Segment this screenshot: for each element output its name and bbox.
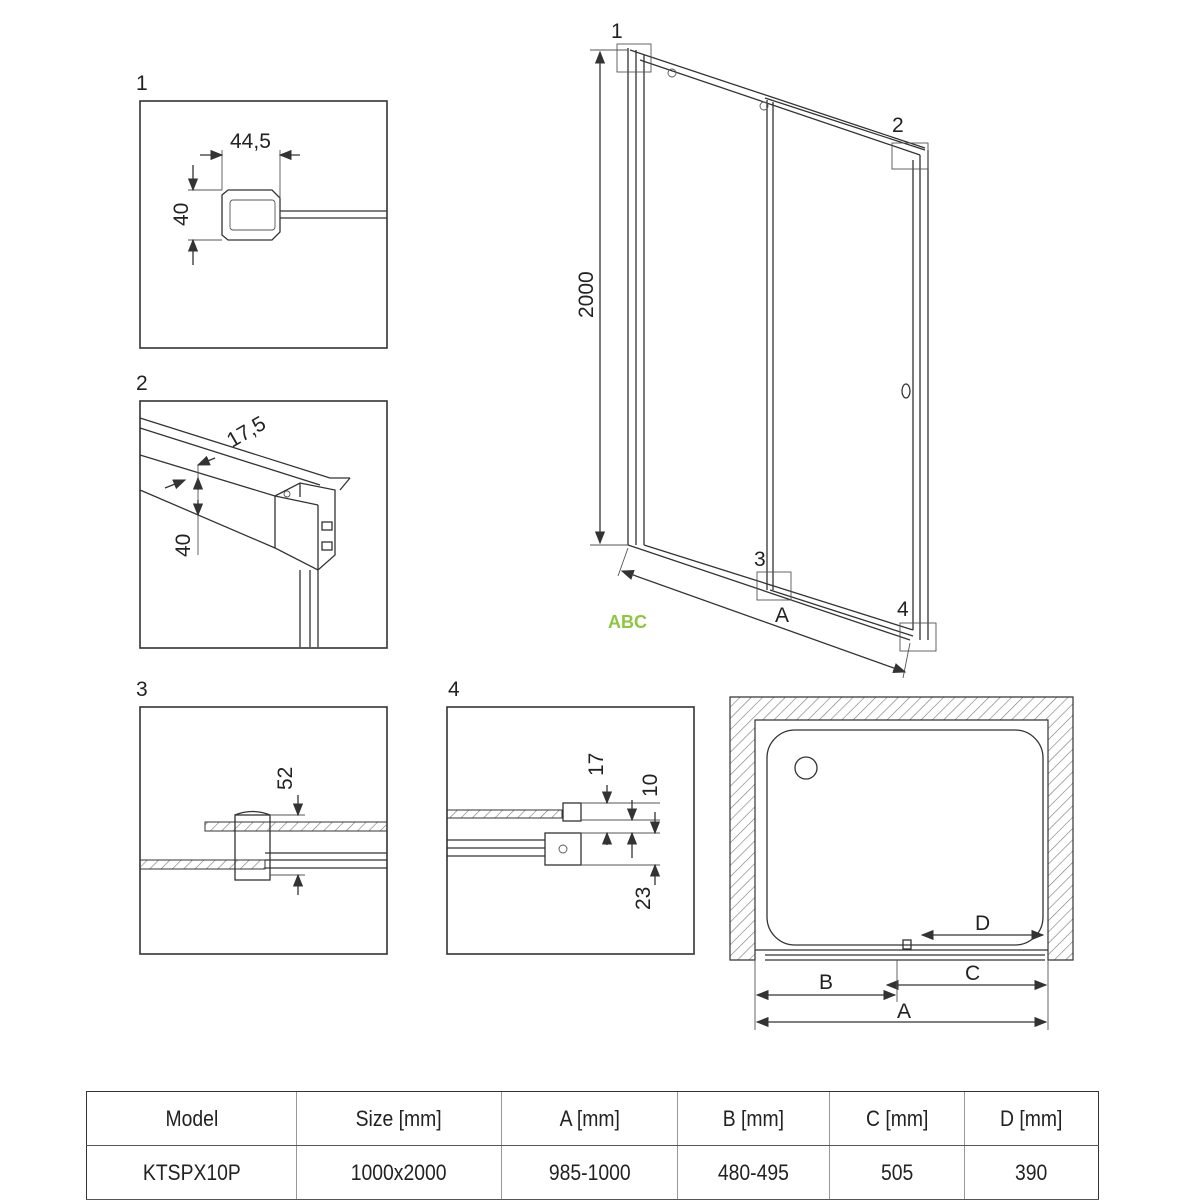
callout-2: 2 xyxy=(892,114,904,137)
cell: 480-495 xyxy=(685,1145,821,1200)
header-cell: Size [mm] xyxy=(308,1091,490,1146)
cell: KTSPX10P xyxy=(99,1145,284,1200)
main-door-drawing: 1 2 3 4 2000 A xyxy=(575,20,937,679)
dim-label: 40 xyxy=(172,534,195,557)
plan-view: D C B A xyxy=(729,696,1074,1030)
detail-number: 2 xyxy=(136,372,148,395)
dim-label: 17 xyxy=(585,753,608,776)
header-cell: A [mm] xyxy=(511,1091,667,1146)
height-dim-label: 2000 xyxy=(575,271,598,318)
dim-d-label: D xyxy=(975,912,990,935)
dim-label: 10 xyxy=(639,774,662,797)
table-row: KTSPX10P 1000x2000 985-1000 480-495 505 … xyxy=(87,1145,1099,1200)
cell: 390 xyxy=(971,1145,1091,1200)
header-cell: D [mm] xyxy=(971,1091,1091,1146)
cell: 1000x2000 xyxy=(308,1145,490,1200)
callout-4: 4 xyxy=(897,598,909,621)
detail-number: 4 xyxy=(448,678,460,701)
table-header-row: Model Size [mm] A [mm] B [mm] C [mm] D [… xyxy=(87,1091,1099,1146)
dim-label: 52 xyxy=(274,767,297,790)
dim-a-label: A xyxy=(897,1000,911,1023)
dim-label: 44,5 xyxy=(230,130,271,153)
detail-number: 1 xyxy=(136,72,148,95)
header-cell: C [mm] xyxy=(837,1091,957,1146)
header-cell: Model xyxy=(99,1091,284,1146)
detail-1: 1 44,5 40 xyxy=(136,72,388,349)
dim-label: 40 xyxy=(170,203,193,226)
detail-4: 4 17 10 23 xyxy=(446,678,695,955)
watermark: ABC xyxy=(608,612,647,632)
cell: 505 xyxy=(837,1145,957,1200)
dim-c-label: C xyxy=(965,962,980,985)
detail-number: 3 xyxy=(136,678,148,701)
header-cell: B [mm] xyxy=(685,1091,821,1146)
width-dim-label: A xyxy=(775,604,789,627)
detail-3: 3 52 xyxy=(136,678,388,955)
callout-1: 1 xyxy=(611,20,623,43)
dim-b-label: B xyxy=(819,971,833,994)
detail-2: 2 17,5 40 xyxy=(136,372,388,649)
spec-table: Model Size [mm] A [mm] B [mm] C [mm] D [… xyxy=(86,1091,1099,1200)
dim-label: 17,5 xyxy=(223,412,270,452)
callout-3: 3 xyxy=(754,548,766,571)
cell: 985-1000 xyxy=(511,1145,667,1200)
dim-label: 23 xyxy=(632,887,655,910)
